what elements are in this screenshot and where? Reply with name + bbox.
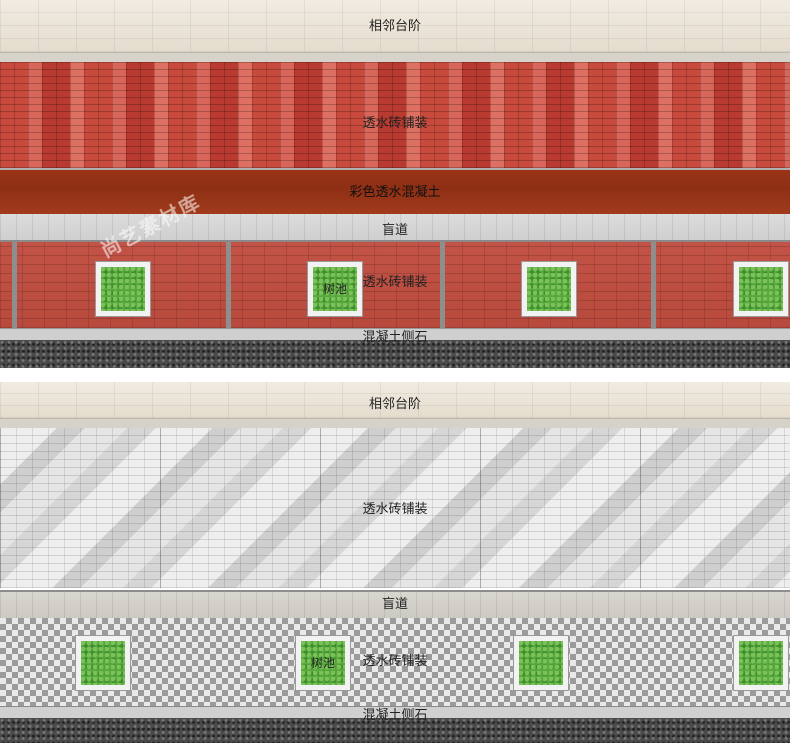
blind-path-band (0, 214, 790, 242)
top-plan-panel: 树池 相邻台阶 透水砖铺装 彩色透水混凝土 盲道 透水砖铺装 混凝土侧石 尚艺素… (0, 0, 790, 368)
tree-pit (522, 262, 576, 316)
tree-pit-label: 树池 (322, 282, 347, 296)
checker-paving-band (0, 618, 790, 706)
tree-pit (514, 636, 568, 690)
asphalt-road-band (0, 340, 790, 368)
tree-pit (734, 636, 788, 690)
adjacent-steps-band (0, 382, 790, 418)
label-permeable-paving: 透水砖铺装 (362, 116, 428, 131)
tree-pit: 树池 (308, 262, 362, 316)
tree-pit (96, 262, 150, 316)
asphalt-road-band (0, 718, 790, 743)
tree-pit (76, 636, 130, 690)
label-blind-path: 盲道 (381, 597, 408, 612)
paving-divider (226, 242, 231, 328)
label-permeable-paving-2: 透水砖铺装 (362, 275, 428, 290)
tree-pit (734, 262, 788, 316)
paving-divider (12, 242, 17, 328)
paving-divider (440, 242, 445, 328)
label-colored-concrete: 彩色透水混凝土 (349, 185, 441, 200)
label-concrete-curb: 混凝土侧石 (362, 708, 428, 723)
adjacent-steps-band (0, 0, 790, 52)
paving-divider (651, 242, 656, 328)
bottom-plan-panel: 树池 相邻台阶 透水砖铺装 盲道 透水砖铺装 混凝土侧石 (0, 382, 790, 743)
grey-permeable-paving-band (0, 428, 790, 588)
red-permeable-paving-band (0, 62, 790, 168)
label-concrete-curb: 混凝土侧石 (362, 330, 428, 345)
label-adjacent-steps: 相邻台阶 (368, 19, 421, 34)
tree-pit: 树池 (296, 636, 350, 690)
label-blind-path: 盲道 (381, 223, 408, 238)
label-permeable-paving-2: 透水砖铺装 (362, 654, 428, 669)
label-adjacent-steps: 相邻台阶 (368, 397, 421, 412)
tree-pit-label: 树池 (310, 656, 335, 670)
label-permeable-paving: 透水砖铺装 (362, 502, 428, 517)
